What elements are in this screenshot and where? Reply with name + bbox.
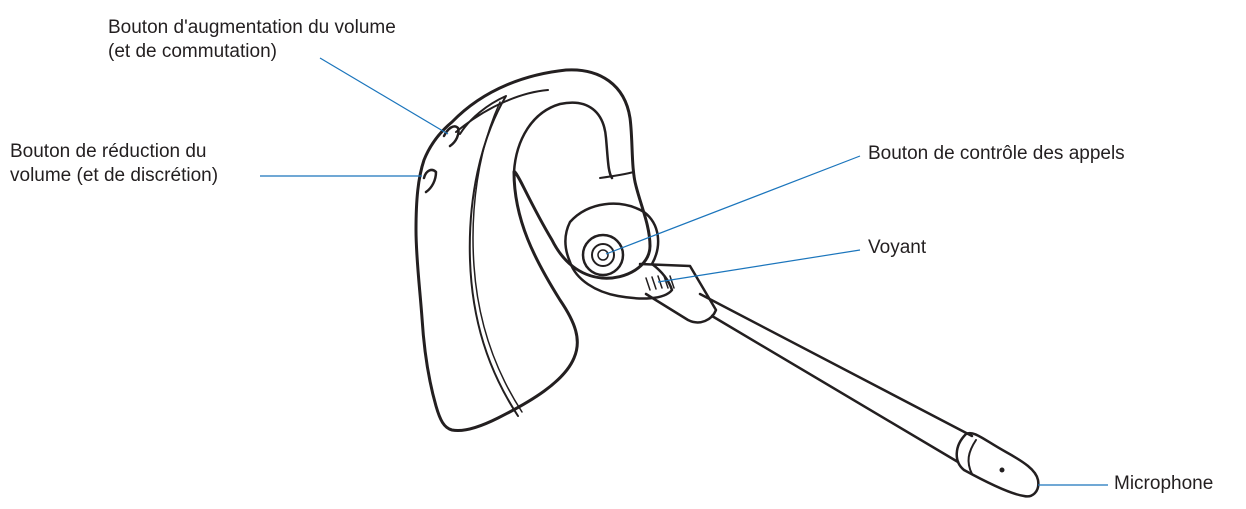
label-call-control: Bouton de contrôle des appels xyxy=(868,143,1125,164)
leader-led xyxy=(657,249,861,283)
label-volume-down: Bouton de réduction du volume (et de dis… xyxy=(10,140,218,188)
earpiece-face-inner xyxy=(472,101,523,413)
boom-arm-lower xyxy=(710,314,960,464)
ear-hook-inner xyxy=(512,101,614,180)
label-led: Voyant xyxy=(868,237,927,258)
volume-up-button xyxy=(442,125,460,148)
call-control-button-center xyxy=(597,249,609,261)
leader-call-control xyxy=(605,155,861,255)
leader-volume-up xyxy=(319,57,449,135)
leader-lines xyxy=(260,57,1108,486)
call-control-button-outer xyxy=(581,233,625,277)
boom-arm xyxy=(698,292,974,438)
headset-illustration xyxy=(414,68,1040,498)
volume-down-button xyxy=(422,168,438,194)
label-microphone: Microphone xyxy=(1114,473,1214,494)
label-volume-up-line1: Bouton d'augmentation du volume xyxy=(108,17,396,38)
label-volume-down-line1: Bouton de réduction du xyxy=(10,141,207,162)
label-volume-up: Bouton d'augmentation du volume (et de c… xyxy=(108,16,396,64)
label-volume-up-line2: (et de commutation) xyxy=(108,41,277,62)
microphone-tip xyxy=(955,431,1040,498)
label-volume-down-line2: volume (et de discrétion) xyxy=(10,165,219,186)
microphone-hole xyxy=(999,467,1005,473)
joint-housing xyxy=(564,202,674,300)
call-control-button-inner xyxy=(591,243,615,267)
boom-collar xyxy=(638,262,718,324)
microphone-band xyxy=(967,439,977,475)
earpiece-body xyxy=(414,68,652,432)
earpiece-face xyxy=(455,89,549,417)
ear-hook-band xyxy=(599,171,635,179)
